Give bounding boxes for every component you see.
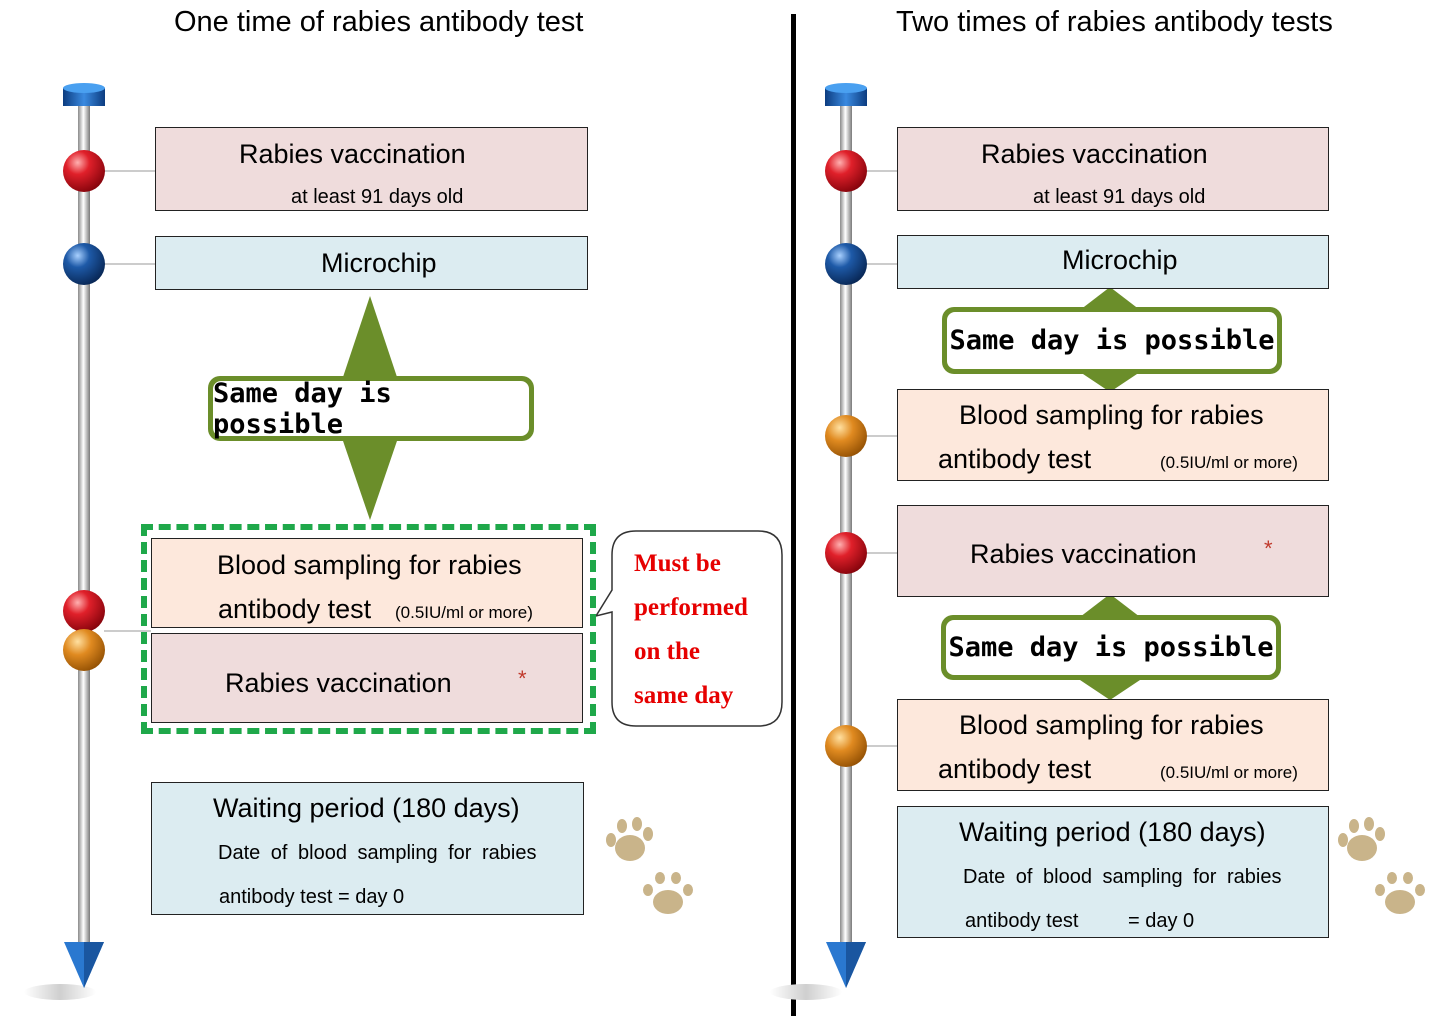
left-blood-line2: antibody test [218, 594, 372, 624]
left-blood-sampling-box: Blood sampling for rabies antibody test … [151, 538, 583, 628]
red-ball-icon [825, 150, 867, 192]
right-same-day-badge-2: Same day is possible [941, 615, 1281, 680]
paw-print-icon [606, 817, 653, 861]
right-waiting-line1: Date of blood sampling for rabies [963, 866, 1282, 888]
blue-ball-icon [63, 243, 105, 285]
right-waiting-line2a: antibody test [965, 910, 1079, 932]
left-blood-unit: (0.5IU/ml or more) [395, 603, 533, 622]
red-ball-icon [63, 150, 105, 192]
right-rabies-vaccination-box: Rabies vaccination at least 91 days old [897, 127, 1329, 211]
left-waiting-period-box: Waiting period (180 days) Date of blood … [151, 782, 584, 915]
right-blood2-line2: antibody test [938, 754, 1092, 784]
callout-line-2: performed [634, 594, 748, 621]
left-age-note: at least 91 days old [291, 186, 464, 208]
left-waiting-title: Waiting period (180 days) [213, 793, 520, 823]
left-rabies-vaccination-box: Rabies vaccination at least 91 days old [155, 127, 588, 211]
callout-line-1: Must be [634, 550, 721, 577]
left-microchip-box: Microchip [155, 236, 588, 290]
column-divider [791, 14, 796, 1016]
right-same-day-arrows [1080, 287, 1140, 700]
callout-line-3: on the [634, 638, 700, 665]
left-rabies-vaccination-2-box: Rabies vaccination * [151, 633, 583, 723]
left-waiting-line2: antibody test = day 0 [219, 886, 405, 908]
blue-ball-icon [825, 243, 867, 285]
right-blood1-line1: Blood sampling for rabies [959, 400, 1264, 430]
right-rabies-vaccination-2-label: Rabies vaccination [970, 539, 1197, 569]
paw-print-icon [643, 872, 693, 914]
right-microchip-label: Microchip [1062, 245, 1178, 275]
right-same-day-badge-1: Same day is possible [942, 307, 1282, 374]
callout-line-4: same day [634, 682, 734, 709]
right-timeline [770, 83, 897, 1000]
right-waiting-period-box: Waiting period (180 days) Date of blood … [897, 806, 1329, 938]
left-blood-line1: Blood sampling for rabies [217, 550, 522, 580]
right-blood2-unit: (0.5IU/ml or more) [1160, 763, 1298, 782]
left-microchip-label: Microchip [321, 248, 437, 278]
orange-ball-icon [825, 725, 867, 767]
orange-ball-icon [63, 629, 105, 671]
left-waiting-line1: Date of blood sampling for rabies [218, 842, 537, 864]
right-same-day-label-1: Same day is possible [947, 312, 1277, 369]
same-day-dashed-group [141, 524, 596, 734]
callout-bubble [594, 530, 783, 727]
left-column-title: One time of rabies antibody test [174, 6, 584, 38]
right-waiting-title: Waiting period (180 days) [959, 817, 1266, 847]
right-rabies-vaccination-label: Rabies vaccination [981, 139, 1208, 169]
right-blood-sampling-box-1: Blood sampling for rabies antibody test … [897, 389, 1329, 481]
right-blood1-unit: (0.5IU/ml or more) [1160, 453, 1298, 472]
left-same-day-label: Same day is possible [213, 378, 529, 440]
left-same-day-badge: Same day is possible [208, 376, 534, 441]
orange-ball-icon [825, 415, 867, 457]
red-ball-icon [63, 590, 105, 632]
paw-print-icon [1375, 872, 1425, 914]
left-rabies-vaccination-label: Rabies vaccination [239, 139, 466, 169]
right-blood2-line1: Blood sampling for rabies [959, 710, 1264, 740]
right-blood1-line2: antibody test [938, 444, 1092, 474]
right-column-title: Two times of rabies antibody tests [896, 6, 1333, 38]
right-rabies-vaccination-2-box: Rabies vaccination * [897, 505, 1329, 597]
left-timeline [24, 83, 155, 1000]
left-rabies-vaccination-2-label: Rabies vaccination [225, 668, 452, 698]
red-ball-icon [825, 532, 867, 574]
right-waiting-line2b: = day 0 [1128, 910, 1195, 932]
paw-print-icon [1338, 817, 1385, 861]
right-age-note: at least 91 days old [1033, 186, 1206, 208]
left-asterisk: * [518, 666, 527, 691]
right-blood-sampling-box-2: Blood sampling for rabies antibody test … [897, 699, 1329, 791]
right-asterisk: * [1264, 536, 1273, 561]
right-same-day-label-2: Same day is possible [946, 620, 1276, 675]
left-same-day-arrow [342, 296, 398, 520]
right-microchip-box: Microchip [897, 235, 1329, 289]
